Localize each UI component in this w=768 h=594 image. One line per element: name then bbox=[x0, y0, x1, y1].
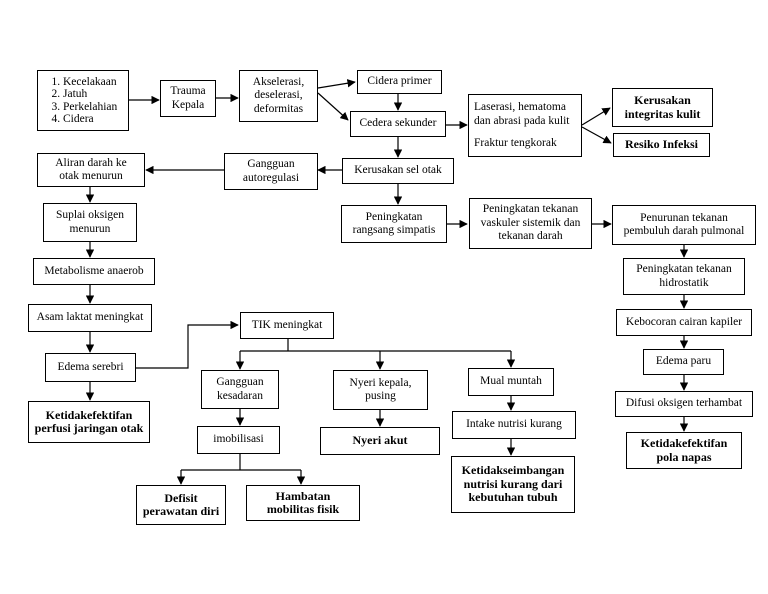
node-kebocoran-cairan: Kebocoran cairan kapiler bbox=[616, 309, 752, 336]
node-cidera-primer: Cidera primer bbox=[357, 70, 442, 94]
node-trauma-kepala: Trauma Kepala bbox=[160, 80, 216, 117]
node-ketidakefektifan-perfusi: Ketidakefektifan perfusi jaringan otak bbox=[28, 401, 150, 443]
node-label: Trauma Kepala bbox=[170, 85, 206, 111]
node-kerusakan-sel: Kerusakan sel otak bbox=[342, 158, 454, 184]
causes-box: Kecelakaan Jatuh Perkelahian Cidera bbox=[37, 70, 129, 131]
node-resiko-infeksi: Resiko Infeksi bbox=[613, 133, 710, 157]
node-asam-laktat: Asam laktat meningkat bbox=[28, 304, 152, 332]
node-label: Kerusakan sel otak bbox=[354, 164, 442, 177]
node-aliran-darah: Aliran darah ke otak menurun bbox=[37, 153, 145, 187]
node-nyeri-akut: Nyeri akut bbox=[320, 427, 440, 455]
node-hambatan-mobilitas: Hambatan mobilitas fisik bbox=[246, 485, 360, 521]
node-label: Laserasi, hematoma dan abrasi pada kulit bbox=[474, 101, 570, 127]
arrow-akselerasi-cedera-sekunder bbox=[317, 92, 349, 121]
arrow-laserasi-integritas bbox=[581, 107, 611, 126]
node-label: Kebocoran cairan kapiler bbox=[625, 315, 743, 328]
cause-item: Jatuh bbox=[63, 88, 117, 101]
node-gangguan-autoregulasi: Gangguan autoregulasi bbox=[224, 153, 318, 190]
node-label: Ketidakefektifan perfusi jaringan otak bbox=[34, 407, 144, 435]
node-tik-meningkat: TIK meningkat bbox=[240, 312, 334, 339]
node-label: Mual muntah bbox=[480, 375, 542, 388]
node-label: imobilisasi bbox=[213, 433, 264, 446]
node-label: Cidera primer bbox=[367, 75, 432, 88]
node-label: Gangguan autoregulasi bbox=[242, 158, 300, 184]
node-cedera-sekunder: Cedera sekunder bbox=[350, 111, 446, 137]
node-mual-muntah: Mual muntah bbox=[468, 368, 554, 396]
node-label: TIK meningkat bbox=[251, 318, 323, 331]
node-rangsang-simpatis: Peningkatan rangsang simpatis bbox=[341, 205, 447, 243]
node-edema-serebri: Edema serebri bbox=[45, 353, 136, 382]
arrow-laserasi-infeksi bbox=[581, 126, 612, 144]
node-difusi-oksigen: Difusi oksigen terhambat bbox=[615, 391, 753, 417]
node-gangguan-kesadaran: Gangguan kesadaran bbox=[201, 370, 279, 409]
node-label: Suplai oksigen menurun bbox=[55, 209, 125, 235]
node-label: Cedera sekunder bbox=[359, 117, 437, 130]
node-label: Defisit perawatan diri bbox=[142, 490, 220, 518]
node-label: Gangguan kesadaran bbox=[216, 376, 264, 402]
node-label: Aliran darah ke otak menurun bbox=[55, 156, 127, 183]
node-edema-paru: Edema paru bbox=[643, 349, 724, 375]
node-tekanan-vaskuler: Peningkatan tekanan vaskuler sistemik da… bbox=[469, 198, 592, 249]
node-label: Edema paru bbox=[655, 355, 712, 368]
arrow-edema-tik bbox=[136, 320, 239, 369]
node-penurunan-tekanan: Penurunan tekanan pembuluh darah pulmona… bbox=[612, 205, 756, 245]
node-label: Resiko Infeksi bbox=[624, 137, 698, 152]
node-metabolisme: Metabolisme anaerob bbox=[33, 258, 155, 285]
node-nyeri-kepala: Nyeri kepala, pusing bbox=[333, 370, 428, 410]
node-label: Difusi oksigen terhambat bbox=[625, 397, 743, 410]
cause-item: Kecelakaan bbox=[63, 76, 117, 89]
node-intake-nutrisi: Intake nutrisi kurang bbox=[452, 411, 576, 439]
node-label: Metabolisme anaerob bbox=[44, 264, 144, 277]
node-label: Ketidakefektifan pola napas bbox=[640, 436, 728, 464]
node-ketidakefektifan-napas: Ketidakefektifan pola napas bbox=[626, 432, 742, 469]
node-defisit-perawatan: Defisit perawatan diri bbox=[136, 485, 226, 525]
node-kerusakan-integritas: Kerusakan integritas kulit bbox=[612, 88, 713, 127]
node-label: Peningkatan tekanan hidrostatik bbox=[636, 263, 732, 289]
cause-item: Perkelahian bbox=[63, 101, 117, 114]
node-label: Nyeri akut bbox=[352, 433, 408, 448]
node-label: Intake nutrisi kurang bbox=[466, 418, 562, 431]
node-suplai-oksigen: Suplai oksigen menurun bbox=[43, 203, 137, 242]
node-label: Asam laktat meningkat bbox=[36, 311, 144, 324]
node-tekanan-hidrostatik: Peningkatan tekanan hidrostatik bbox=[623, 258, 745, 295]
node-label: Fraktur tengkorak bbox=[474, 136, 557, 149]
node-label: Kerusakan integritas kulit bbox=[624, 93, 701, 121]
node-ketidakseimbangan-nutrisi: Ketidakseimbangan nutrisi kurang dari ke… bbox=[451, 456, 575, 513]
node-laserasi: Laserasi, hematoma dan abrasi pada kulit… bbox=[468, 94, 582, 157]
node-label: Edema serebri bbox=[57, 360, 124, 373]
causes-list: Kecelakaan Jatuh Perkelahian Cidera bbox=[41, 76, 117, 126]
node-label: Peningkatan tekanan vaskuler sistemik da… bbox=[480, 203, 581, 243]
node-imobilisasi: imobilisasi bbox=[197, 426, 280, 454]
node-akselerasi: Akselerasi, deselerasi, deformitas bbox=[239, 70, 318, 122]
node-label: Nyeri kepala, pusing bbox=[349, 376, 412, 403]
node-label: Peningkatan rangsang simpatis bbox=[352, 210, 436, 237]
node-label: Ketidakseimbangan nutrisi kurang dari ke… bbox=[461, 463, 565, 505]
arrow-akselerasi-cidera-primer bbox=[317, 79, 356, 89]
node-label: Penurunan tekanan pembuluh darah pulmona… bbox=[623, 211, 745, 238]
node-label: Akselerasi, deselerasi, deformitas bbox=[252, 75, 305, 115]
node-label: Hambatan mobilitas fisik bbox=[266, 488, 340, 516]
cause-item: Cidera bbox=[63, 113, 117, 126]
